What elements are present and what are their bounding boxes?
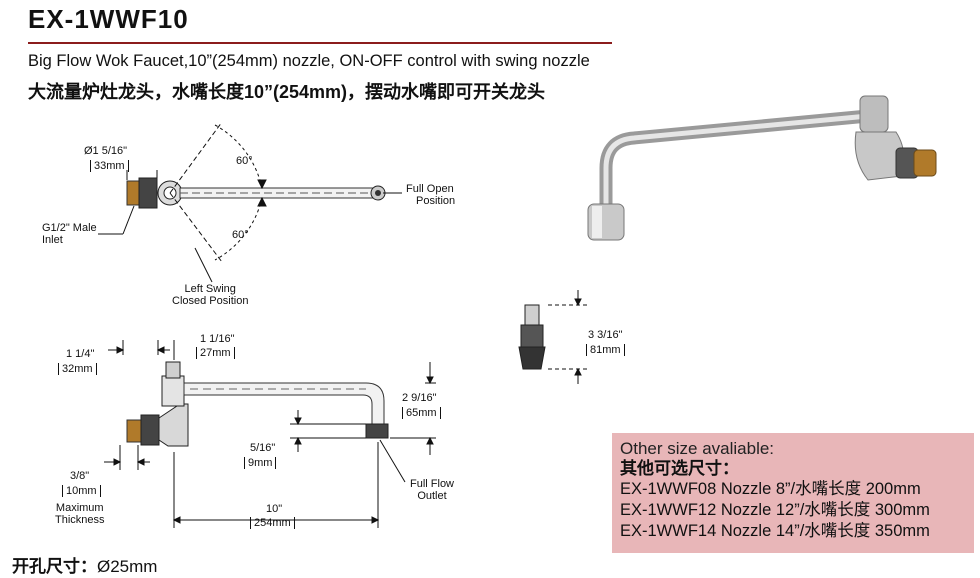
other-sizes-title-en: Other size avaliable: bbox=[620, 439, 775, 458]
dim-1-1-16-label: 1 1/16" bbox=[200, 333, 235, 345]
dim-5-16-label: 5/16" bbox=[250, 442, 276, 454]
dim-10-mm-label: 254mm bbox=[250, 517, 295, 529]
description-english: Big Flow Wok Faucet,10”(254mm) nozzle, O… bbox=[28, 52, 590, 70]
model-title: EX-1WWF10 bbox=[28, 4, 189, 34]
dim-10-label: 10" bbox=[266, 503, 283, 515]
dim-2-9-16-mm-label: 65mm bbox=[402, 407, 441, 419]
full-open-label: Full Open Position bbox=[406, 183, 456, 207]
other-sizes-title-cn: 其他可选尺寸： bbox=[620, 459, 739, 478]
size-row: EX-1WWF12 Nozzle 12”/水嘴长度 300mm bbox=[620, 501, 930, 519]
dim-5-16-mm-label: 9mm bbox=[244, 457, 277, 469]
side-view-drawing bbox=[104, 340, 436, 528]
full-flow-outlet-label: Full Flow Outlet bbox=[410, 478, 455, 502]
hole-size: 开孔尺寸：Ø25mm bbox=[12, 552, 157, 577]
max-thickness-label: Maximum Thickness bbox=[55, 502, 105, 526]
diameter-mm-label: 33mm bbox=[90, 160, 129, 172]
end-view-drawing bbox=[518, 290, 590, 384]
dim-1-1-4-label: 1 1/4" bbox=[66, 348, 95, 360]
description-chinese: 大流量炉灶龙头，水嘴长度10”(254mm)，摆动水嘴即可开关龙头 bbox=[28, 82, 546, 102]
faucet-photo bbox=[587, 95, 937, 241]
dim-3-3-16-label: 3 3/16" bbox=[588, 329, 623, 341]
dim-2-9-16-label: 2 9/16" bbox=[402, 392, 437, 404]
size-row: EX-1WWF08 Nozzle 8”/水嘴长度 200mm bbox=[620, 480, 921, 498]
other-sizes-panel: Other size avaliable: 其他可选尺寸： EX-1WWF08 … bbox=[612, 433, 974, 553]
title-divider bbox=[28, 42, 612, 44]
left-swing-label: Left Swing Closed Position bbox=[172, 283, 249, 307]
dim-1-1-4-mm-label: 32mm bbox=[58, 363, 97, 375]
dim-3-8-label: 3/8" bbox=[70, 470, 90, 482]
hole-size-value: Ø25mm bbox=[97, 557, 158, 576]
size-row: EX-1WWF14 Nozzle 14”/水嘴长度 350mm bbox=[620, 522, 930, 540]
angle-upper-label: 60° bbox=[236, 155, 253, 167]
diameter-label: Ø1 5/16" bbox=[84, 145, 128, 157]
inlet-label: G1/2" Male Inlet bbox=[42, 222, 97, 246]
dim-3-3-16-mm-label: 81mm bbox=[586, 344, 625, 356]
dim-1-1-16-mm-label: 27mm bbox=[196, 347, 235, 359]
hole-size-label: 开孔尺寸： bbox=[12, 557, 97, 576]
dim-3-8-mm-label: 10mm bbox=[62, 485, 101, 497]
top-view-drawing bbox=[98, 121, 402, 283]
angle-lower-label: 60° bbox=[232, 229, 249, 241]
